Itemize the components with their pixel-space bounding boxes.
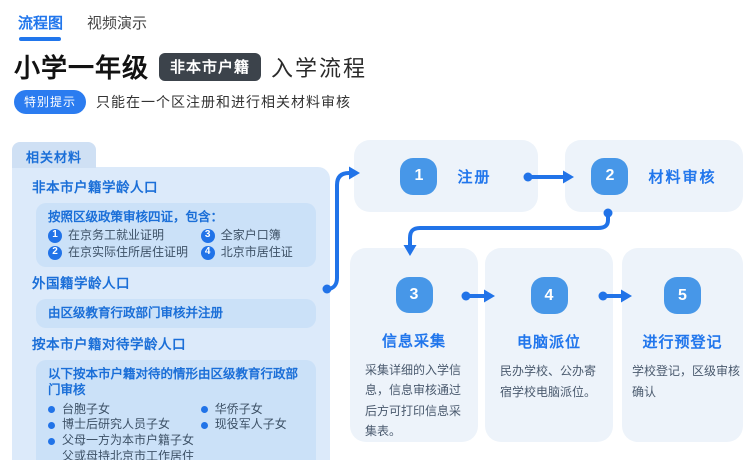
special-tip: 特别提示 只能在一个区注册和进行相关材料审核 (14, 90, 351, 114)
bullet-icon (48, 421, 55, 429)
step-3-description: 采集详细的入学信息，信息审核通过后方可打印信息采集表。 (365, 362, 462, 439)
list-item-label: 在京务工就业证明 (68, 228, 165, 243)
tab-flowchart[interactable]: 流程图 (18, 12, 63, 41)
list-item: 4 北京市居住证 (200, 245, 306, 260)
flow-step-register: 1 注册 (354, 140, 538, 212)
list-item-label: 父或母持北京市工作居住证人员子女 (62, 449, 195, 460)
list-item: 台胞子女 (48, 401, 201, 417)
list-item-label: 北京市居住证 (220, 245, 293, 260)
list-item: 博士后研究人员子女 (48, 418, 201, 432)
step-4-title: 电脑派位 (516, 334, 581, 351)
list-item-label: 父母一方为本市户籍子女 (62, 433, 195, 448)
title-suffix: 入学流程 (271, 55, 368, 81)
step-4-description: 民办学校、公办寄宿学校电脑派位。 (500, 364, 597, 399)
number-2-icon: 2 (48, 245, 62, 260)
connector-panel-to-step1 (325, 171, 353, 291)
list-item-label: 现役军人子女 (214, 417, 287, 432)
number-3-icon: 3 (200, 228, 215, 243)
materials-panel: 非本市户籍学龄人口 按照区级政策审核四证，包含： 1 在京务工就业证明 3 全家… (12, 167, 330, 460)
list-item-label: 在京实际住所居住证明 (68, 245, 189, 260)
treated-as-resident-box: 以下按本市户籍对待的情形由区级教育行政部门审核 台胞子女 华侨子女 博士后研究人… (36, 360, 316, 460)
list-item-label: 博士后研究人员子女 (62, 417, 171, 432)
list-item: 父或母持北京市工作居住证人员子女 (48, 449, 201, 460)
tip-text: 只能在一个区注册和进行相关材料审核 (96, 94, 352, 110)
title-grade: 小学一年级 (14, 53, 150, 83)
connector-step2-to-step3 (408, 211, 610, 248)
bullet-icon (48, 406, 55, 414)
step-5-title: 进行预登记 (642, 334, 723, 351)
certificates-box: 按照区级政策审核四证，包含： 1 在京务工就业证明 3 全家户口簿 2 在京实际… (36, 202, 316, 268)
list-item: 3 全家户口簿 (200, 228, 306, 243)
list-item: 2 在京实际住所居住证明 (48, 245, 201, 260)
step-1-title: 注册 (457, 168, 492, 186)
view-tabs: 流程图 视频演示 (18, 12, 147, 41)
flow-step-computer-allocation: 4 电脑派位 民办学校、公办寄宿学校电脑派位。 (485, 248, 613, 442)
list-item: 1 在京务工就业证明 (48, 228, 201, 243)
list-item: 华侨子女 (200, 401, 306, 417)
step-5-number: 5 (664, 277, 701, 314)
flow-step-material-review: 2 材料审核 (565, 140, 743, 212)
materials-panel-tab: 相关材料 (12, 142, 97, 168)
tab-video-demo[interactable]: 视频演示 (87, 15, 148, 32)
tip-badge: 特别提示 (14, 90, 87, 114)
section-heading-foreign: 外国籍学龄人口 (32, 276, 130, 292)
step-5-description: 学校登记，区级审核确认 (632, 364, 741, 399)
list-item: 现役军人子女 (200, 417, 306, 432)
flow-step-pre-registration: 5 进行预登记 学校登记，区级审核确认 (622, 248, 743, 442)
treated-cases-list: 台胞子女 华侨子女 博士后研究人员子女 现役军人子女 父母一方为本市户籍子女 (48, 401, 306, 460)
bullet-icon (48, 437, 55, 445)
number-4-icon: 4 (200, 245, 215, 260)
number-1-icon: 1 (48, 228, 62, 243)
certificates-box-title: 按照区级政策审核四证，包含： (48, 209, 224, 224)
step-2-number: 2 (591, 157, 629, 195)
step-3-number: 3 (395, 277, 433, 313)
list-item-label: 全家户口簿 (220, 228, 281, 243)
household-type-badge: 非本市户籍 (159, 52, 262, 81)
step-2-title: 材料审核 (648, 168, 717, 186)
page-title: 小学一年级 非本市户籍 入学流程 (14, 48, 367, 85)
bullet-icon (200, 406, 208, 414)
list-item-label: 台胞子女 (62, 401, 111, 416)
foreign-box-title: 由区级教育行政部门审核并注册 (48, 306, 224, 320)
foreign-box: 由区级教育行政部门审核并注册 (36, 299, 316, 329)
list-item: 父母一方为本市户籍子女 (48, 433, 201, 448)
certificates-list: 1 在京务工就业证明 3 全家户口簿 2 在京实际住所居住证明 4 北京市居住证 (48, 228, 306, 260)
list-item-label: 华侨子女 (214, 401, 263, 416)
treated-box-title: 以下按本市户籍对待的情形由区级教育行政部门审核 (48, 367, 299, 398)
step-4-number: 4 (530, 277, 568, 314)
section-heading-treated-as-resident: 按本市户籍对待学龄人口 (32, 337, 186, 353)
step-3-title: 信息采集 (381, 332, 446, 350)
section-heading-non-resident: 非本市户籍学龄人口 (32, 180, 158, 195)
bullet-icon (200, 421, 208, 429)
flow-step-info-collection: 3 信息采集 采集详细的入学信息，信息审核通过后方可打印信息采集表。 (350, 248, 478, 442)
step-1-number: 1 (400, 157, 438, 195)
